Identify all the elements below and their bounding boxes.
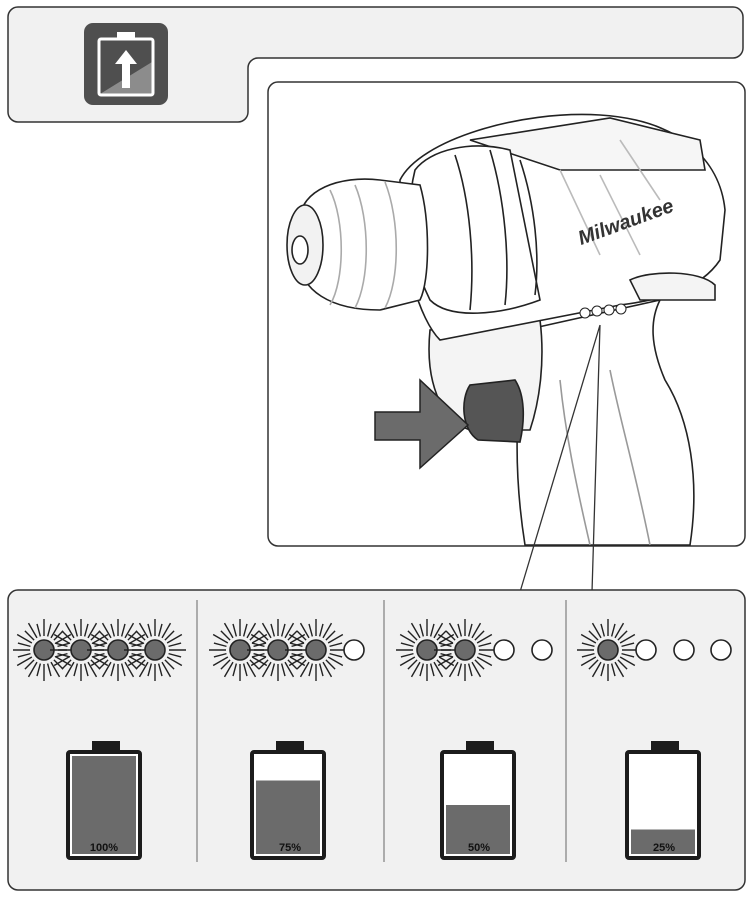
led-row [13,619,186,681]
press-arrow-icon [374,378,470,470]
battery-charge-check-icon [84,23,168,105]
led-row [396,619,553,681]
fuel-state-50: 50% [396,619,553,860]
battery-percent-label: 50% [468,842,490,854]
fuel-gauge-panel [7,589,746,891]
led-row [577,619,732,681]
led-lit [305,639,327,661]
led-glow-rays [87,619,149,681]
led-off [493,639,515,661]
led-lit [597,639,619,661]
battery-fill [631,829,695,854]
drill-fuel-gauge-leds [579,303,627,319]
header-panel [7,6,744,123]
battery-level-icon: 100% [66,741,142,860]
battery-fill [256,780,320,854]
callout-connector [519,324,601,593]
battery-percent-label: 75% [279,842,301,854]
battery-percent-label: 25% [653,842,675,854]
led-off [635,639,657,661]
battery-fill [72,756,136,854]
led-lit [454,639,476,661]
led-off [531,639,553,661]
led-off [710,639,732,661]
led-glow-rays [396,619,458,681]
led-row [209,619,365,681]
led-off [343,639,365,661]
led-lit [144,639,166,661]
fuel-state-25: 25% [577,619,732,860]
battery-fill [446,805,510,854]
led-glow-rays [285,619,347,681]
drill-illustration [286,113,726,546]
trigger [463,379,525,443]
led-glow-rays [434,619,496,681]
led-off [673,639,695,661]
battery-percent-label: 100% [90,842,118,854]
led-glow-rays [577,619,639,681]
fuel-state-75: 75% [209,619,365,860]
battery-level-icon: 50% [440,741,516,860]
battery-level-icon: 25% [625,741,701,860]
led-glow-rays [124,619,186,681]
battery-level-icon: 75% [250,741,326,860]
fuel-state-100: 100% [13,619,186,860]
